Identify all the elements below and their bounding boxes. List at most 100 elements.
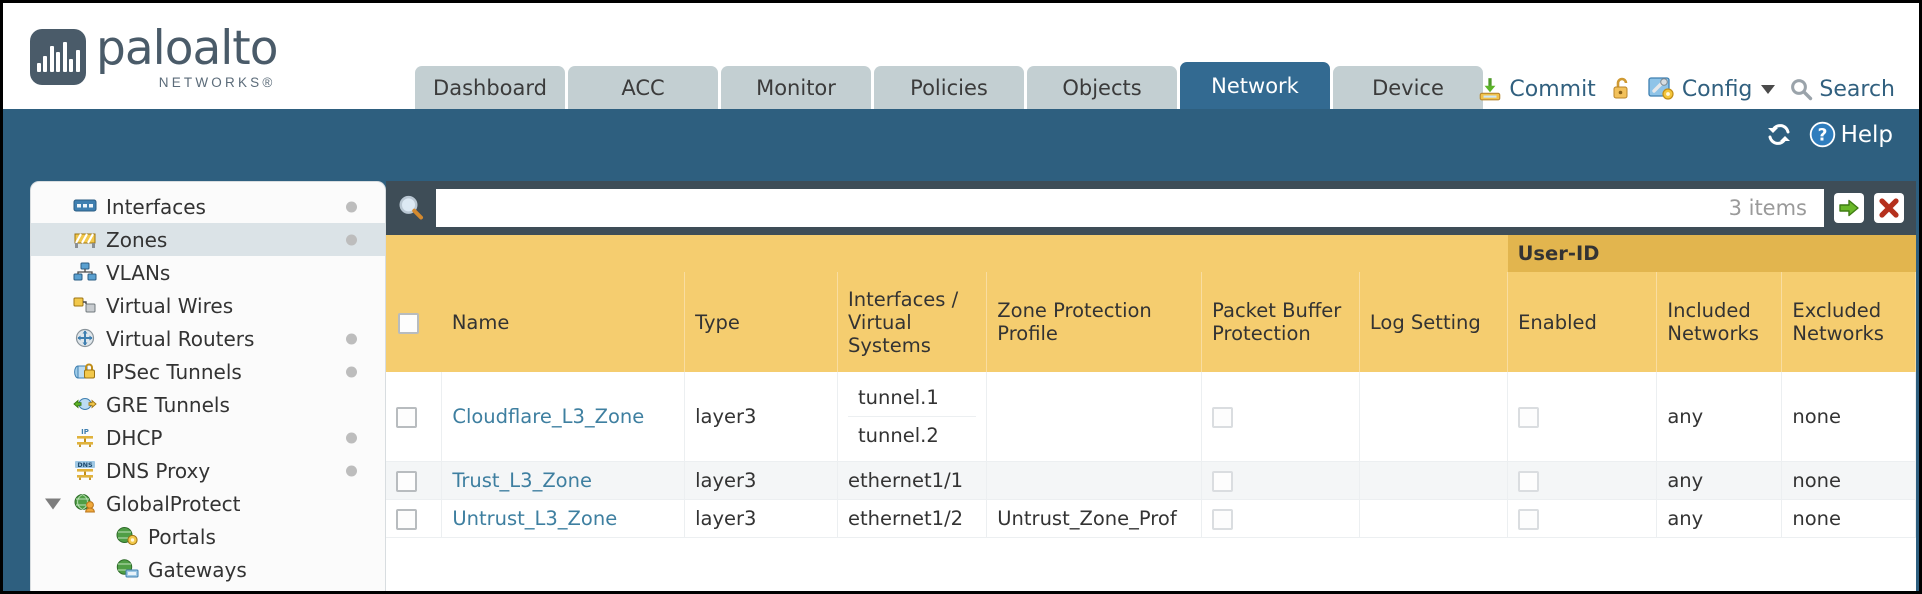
search-input[interactable]: [447, 190, 1729, 226]
config-label: Config: [1681, 76, 1753, 102]
refresh-icon: [1767, 124, 1790, 145]
row-interfaces-cell: ethernet1/2: [837, 499, 988, 538]
config-menu[interactable]: Config: [1648, 76, 1776, 102]
tab-network[interactable]: Network: [1180, 62, 1330, 109]
packet-buffer-protection-checkbox[interactable]: [1212, 407, 1234, 428]
sidebar-item-gateways[interactable]: Gateways: [31, 553, 385, 586]
sidebar-label: DNS Proxy: [106, 458, 211, 483]
row-select-checkbox[interactable]: [396, 471, 417, 492]
row-select-checkbox[interactable]: [396, 509, 417, 530]
col-header-type[interactable]: Type: [684, 272, 838, 372]
col-header-included-networks[interactable]: Included Networks: [1656, 272, 1783, 372]
table-row[interactable]: Untrust_L3_Zone layer3 ethernet1/2 Untru…: [386, 499, 1916, 538]
sidebar-item-globalprotect[interactable]: GlobalProtect: [31, 487, 385, 520]
sidebar-item-virtual-wires[interactable]: Virtual Wires: [31, 289, 385, 322]
commit-button[interactable]: Commit: [1477, 76, 1596, 102]
col-header-packet-buffer-protection[interactable]: Packet Buffer Protection: [1201, 272, 1360, 372]
sidebar-item-vlans[interactable]: VLANs: [31, 256, 385, 289]
sidebar-item-gre-tunnels[interactable]: GRE Tunnels: [31, 388, 385, 421]
zone-name-link[interactable]: Trust_L3_Zone: [452, 469, 592, 492]
col-header-excluded-networks[interactable]: Excluded Networks: [1781, 272, 1916, 372]
green-arrow-apply-icon: [1839, 199, 1859, 217]
packet-buffer-protection-checkbox[interactable]: [1212, 471, 1234, 492]
col-header-name[interactable]: Name: [441, 272, 686, 372]
interface-entry: tunnel.2: [858, 424, 939, 447]
row-checkbox-cell[interactable]: [386, 499, 443, 538]
tab-objects[interactable]: Objects: [1027, 66, 1177, 109]
userid-enabled-checkbox[interactable]: [1518, 509, 1540, 530]
lock-button[interactable]: [1610, 76, 1634, 102]
status-dot: [346, 465, 357, 476]
globalprotect-icon: [73, 493, 97, 515]
row-included-networks-cell: any: [1656, 499, 1783, 538]
sidebar-label: IPSec Tunnels: [106, 359, 242, 384]
tab-device[interactable]: Device: [1333, 66, 1483, 109]
sidebar-label: GRE Tunnels: [106, 392, 230, 417]
tab-monitor[interactable]: Monitor: [721, 66, 871, 109]
svg-text:?: ?: [1817, 125, 1827, 145]
commit-download-icon: [1480, 78, 1501, 101]
apply-filter-button[interactable]: [1834, 193, 1864, 223]
row-userid-enabled-cell[interactable]: [1507, 461, 1658, 500]
status-dot: [346, 366, 357, 377]
row-packet-buffer-protection-cell[interactable]: [1201, 461, 1360, 500]
row-name-cell[interactable]: Cloudflare_L3_Zone: [441, 372, 686, 462]
row-name-cell[interactable]: Trust_L3_Zone: [441, 461, 686, 500]
portals-icon: [115, 526, 139, 548]
search-button[interactable]: Search: [1789, 77, 1895, 102]
select-all-checkbox[interactable]: [398, 312, 419, 334]
sidebar-item-virtual-routers[interactable]: Virtual Routers: [31, 322, 385, 355]
sidebar-item-portals[interactable]: Portals: [31, 520, 385, 553]
refresh-button[interactable]: [1765, 122, 1793, 147]
tab-acc[interactable]: ACC: [568, 66, 718, 109]
select-all-header[interactable]: [386, 272, 442, 372]
zone-name-link[interactable]: Cloudflare_L3_Zone: [452, 405, 645, 428]
dhcp-icon: IP: [73, 427, 97, 449]
row-packet-buffer-protection-cell[interactable]: [1201, 499, 1360, 538]
row-included-networks-cell: any: [1656, 461, 1783, 500]
help-question-icon: ?: [1809, 121, 1835, 148]
col-header-enabled[interactable]: Enabled: [1507, 272, 1658, 372]
secondary-blue-bar: [3, 109, 1919, 169]
tab-dashboard[interactable]: Dashboard: [415, 66, 565, 109]
zones-content-panel: 3 items: [386, 181, 1916, 591]
row-zone-protection-profile-cell: Untrust_Zone_Prof: [986, 499, 1203, 538]
sidebar-item-dhcp[interactable]: IP DHCP: [31, 421, 385, 454]
sidebar-item-dns-proxy[interactable]: DNS DNS Proxy: [31, 454, 385, 487]
row-name-cell[interactable]: Untrust_L3_Zone: [441, 499, 686, 538]
row-packet-buffer-protection-cell[interactable]: [1201, 372, 1360, 462]
gre-tunnels-icon: [73, 394, 97, 416]
table-row[interactable]: Cloudflare_L3_Zone layer3 tunnel.1 tunne…: [386, 372, 1916, 462]
sidebar-item-ipsec-tunnels[interactable]: IPSec Tunnels: [31, 355, 385, 388]
row-checkbox-cell[interactable]: [386, 372, 443, 462]
clear-filter-button[interactable]: [1874, 193, 1904, 223]
userid-enabled-checkbox[interactable]: [1518, 471, 1540, 492]
lock-open-icon: [1613, 77, 1628, 99]
expander-triangle-down-icon[interactable]: [45, 498, 61, 509]
table-row[interactable]: Trust_L3_Zone layer3 ethernet1/1 any non…: [386, 461, 1916, 500]
col-header-log-setting[interactable]: Log Setting: [1359, 272, 1509, 372]
interfaces-icon: [73, 196, 97, 218]
col-header-interfaces-virtual-systems[interactable]: Interfaces / Virtual Systems: [837, 272, 988, 372]
row-userid-enabled-cell[interactable]: [1507, 499, 1658, 538]
vlans-icon: [73, 262, 97, 284]
main-tab-bar: Dashboard ACC Monitor Policies Objects N…: [415, 62, 1483, 109]
search-input-wrapper[interactable]: 3 items: [436, 189, 1824, 227]
sidebar-item-zones[interactable]: Zones: [31, 223, 385, 256]
packet-buffer-protection-checkbox[interactable]: [1212, 509, 1234, 530]
chevron-down-icon: [1761, 84, 1776, 94]
col-header-zone-protection-profile[interactable]: Zone Protection Profile: [986, 272, 1203, 372]
brand-subtitle: NETWORKS®: [158, 75, 276, 90]
sidebar-item-interfaces[interactable]: Interfaces: [31, 190, 385, 223]
help-button[interactable]: ? Help: [1809, 121, 1893, 148]
tab-policies[interactable]: Policies: [874, 66, 1024, 109]
sidebar-label: Virtual Wires: [106, 293, 234, 318]
userid-enabled-checkbox[interactable]: [1518, 407, 1540, 428]
row-checkbox-cell[interactable]: [386, 461, 443, 500]
row-excluded-networks-cell: none: [1781, 461, 1916, 500]
row-select-checkbox[interactable]: [396, 407, 417, 428]
virtual-wires-icon: [73, 295, 97, 317]
row-userid-enabled-cell[interactable]: [1507, 372, 1658, 462]
zone-name-link[interactable]: Untrust_L3_Zone: [452, 507, 618, 530]
